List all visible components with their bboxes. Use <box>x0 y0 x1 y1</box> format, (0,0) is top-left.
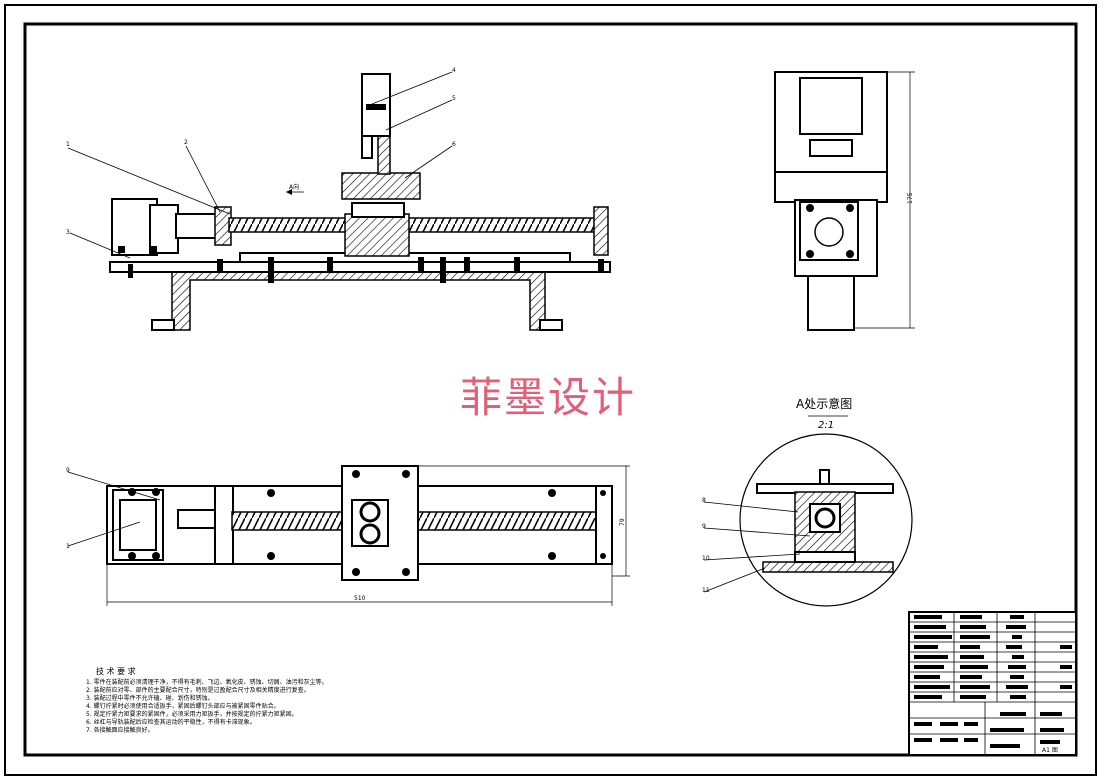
inner-border <box>23 22 1078 757</box>
note-line: 1. 零件在装配前必须清理干净，不得有毛刺、飞边、氧化皮、锈蚀、切屑、油污和灰尘… <box>86 678 328 686</box>
note-line: 5. 规定拧紧力矩要求的紧固件，必须采用力矩扳手，并按规定的拧紧力矩紧固。 <box>86 710 298 718</box>
note-line: 7. 各接触面应接触良好。 <box>86 726 154 734</box>
part-number: 2 <box>184 139 188 146</box>
part-number: 1 <box>66 543 70 550</box>
detail-title: A处示意图 <box>796 396 852 411</box>
part-number: 4 <box>452 67 456 74</box>
watermark: 菲墨设计 <box>460 373 636 422</box>
note-line: 3. 装配过程中零件不允许磕、碰、划伤和锈蚀。 <box>86 694 214 702</box>
notes-heading: 技 术 要 求 <box>96 666 136 676</box>
part-number: 6 <box>452 141 456 148</box>
note-line: 2. 装配前应对零、部件的主要配合尺寸，特别是过盈配合尺寸及相关精度进行复查。 <box>86 686 310 694</box>
note-line: 6. 丝杠与导轨装配后应检查其运动的平稳性，不得有卡滞现象。 <box>86 718 256 726</box>
part-number: 9 <box>702 523 706 530</box>
length-dimension: 510 <box>354 595 366 602</box>
width-dimension: 79 <box>619 518 626 526</box>
part-number: 11 <box>702 587 710 594</box>
view-arrow-label: A向 <box>289 183 299 191</box>
front-section-view: A向 1 2 3 4 5 6 <box>66 67 611 331</box>
plan-view: 510 79 9 1 <box>66 465 630 606</box>
detail-view: A处示意图 2:1 8 9 10 11 <box>702 396 913 607</box>
height-dimension: 175 <box>907 192 914 204</box>
part-number: 5 <box>452 95 456 102</box>
note-line: 4. 螺钉拧紧时必须使用合适扳手，紧固后螺钉头部应与被紧固零件贴合。 <box>86 702 280 710</box>
part-number: 9 <box>66 467 70 474</box>
detail-scale: 2:1 <box>818 420 834 431</box>
title-block: A1 图 <box>908 611 1077 756</box>
part-number: 10 <box>702 555 710 562</box>
part-number: 1 <box>66 141 70 148</box>
technical-notes: 技 术 要 求 1. 零件在装配前必须清理干净，不得有毛刺、飞边、氧化皮、锈蚀、… <box>86 666 328 734</box>
outer-border <box>4 4 1097 776</box>
side-view: 175 <box>774 71 915 331</box>
sheet-label: A1 图 <box>1042 747 1058 754</box>
part-number: 8 <box>702 497 706 504</box>
part-number: 3 <box>66 229 70 236</box>
